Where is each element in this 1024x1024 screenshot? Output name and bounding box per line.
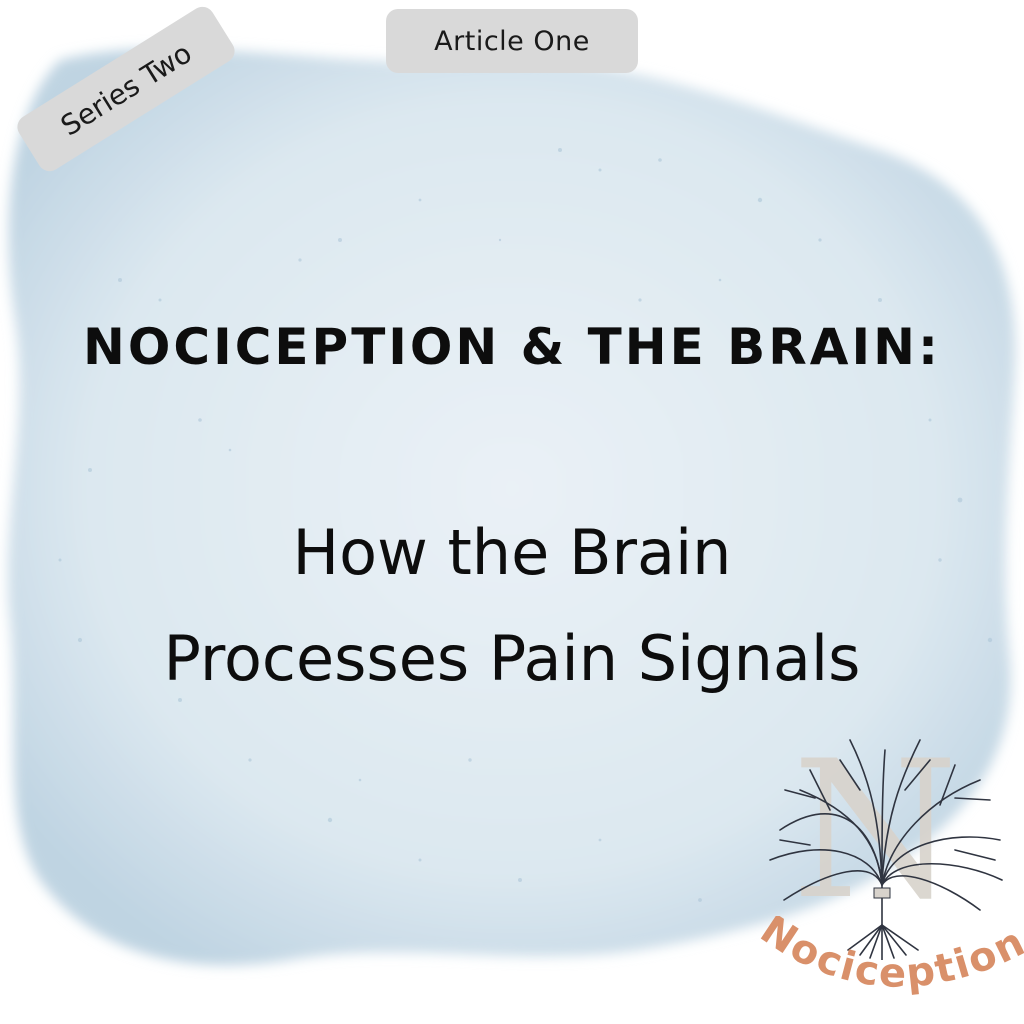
subtitle: How the Brain Processes Pain Signals [0,500,1024,712]
nociception-logo: N [740,720,1024,1024]
subtitle-line-1: How the Brain [292,516,732,589]
subtitle-line-2: Processes Pain Signals [163,622,861,695]
article-tag: Article One [386,9,638,73]
article-tag-label: Article One [434,25,590,57]
svg-text:Nociception: Nociception [752,916,1024,997]
headline: NOCICEPTION & THE BRAIN: [83,318,941,376]
logo-wordmark-text: Nociception [752,916,1024,997]
nerve-tree-icon [769,739,1003,960]
logo-wordmark: Nociception [752,916,1024,997]
